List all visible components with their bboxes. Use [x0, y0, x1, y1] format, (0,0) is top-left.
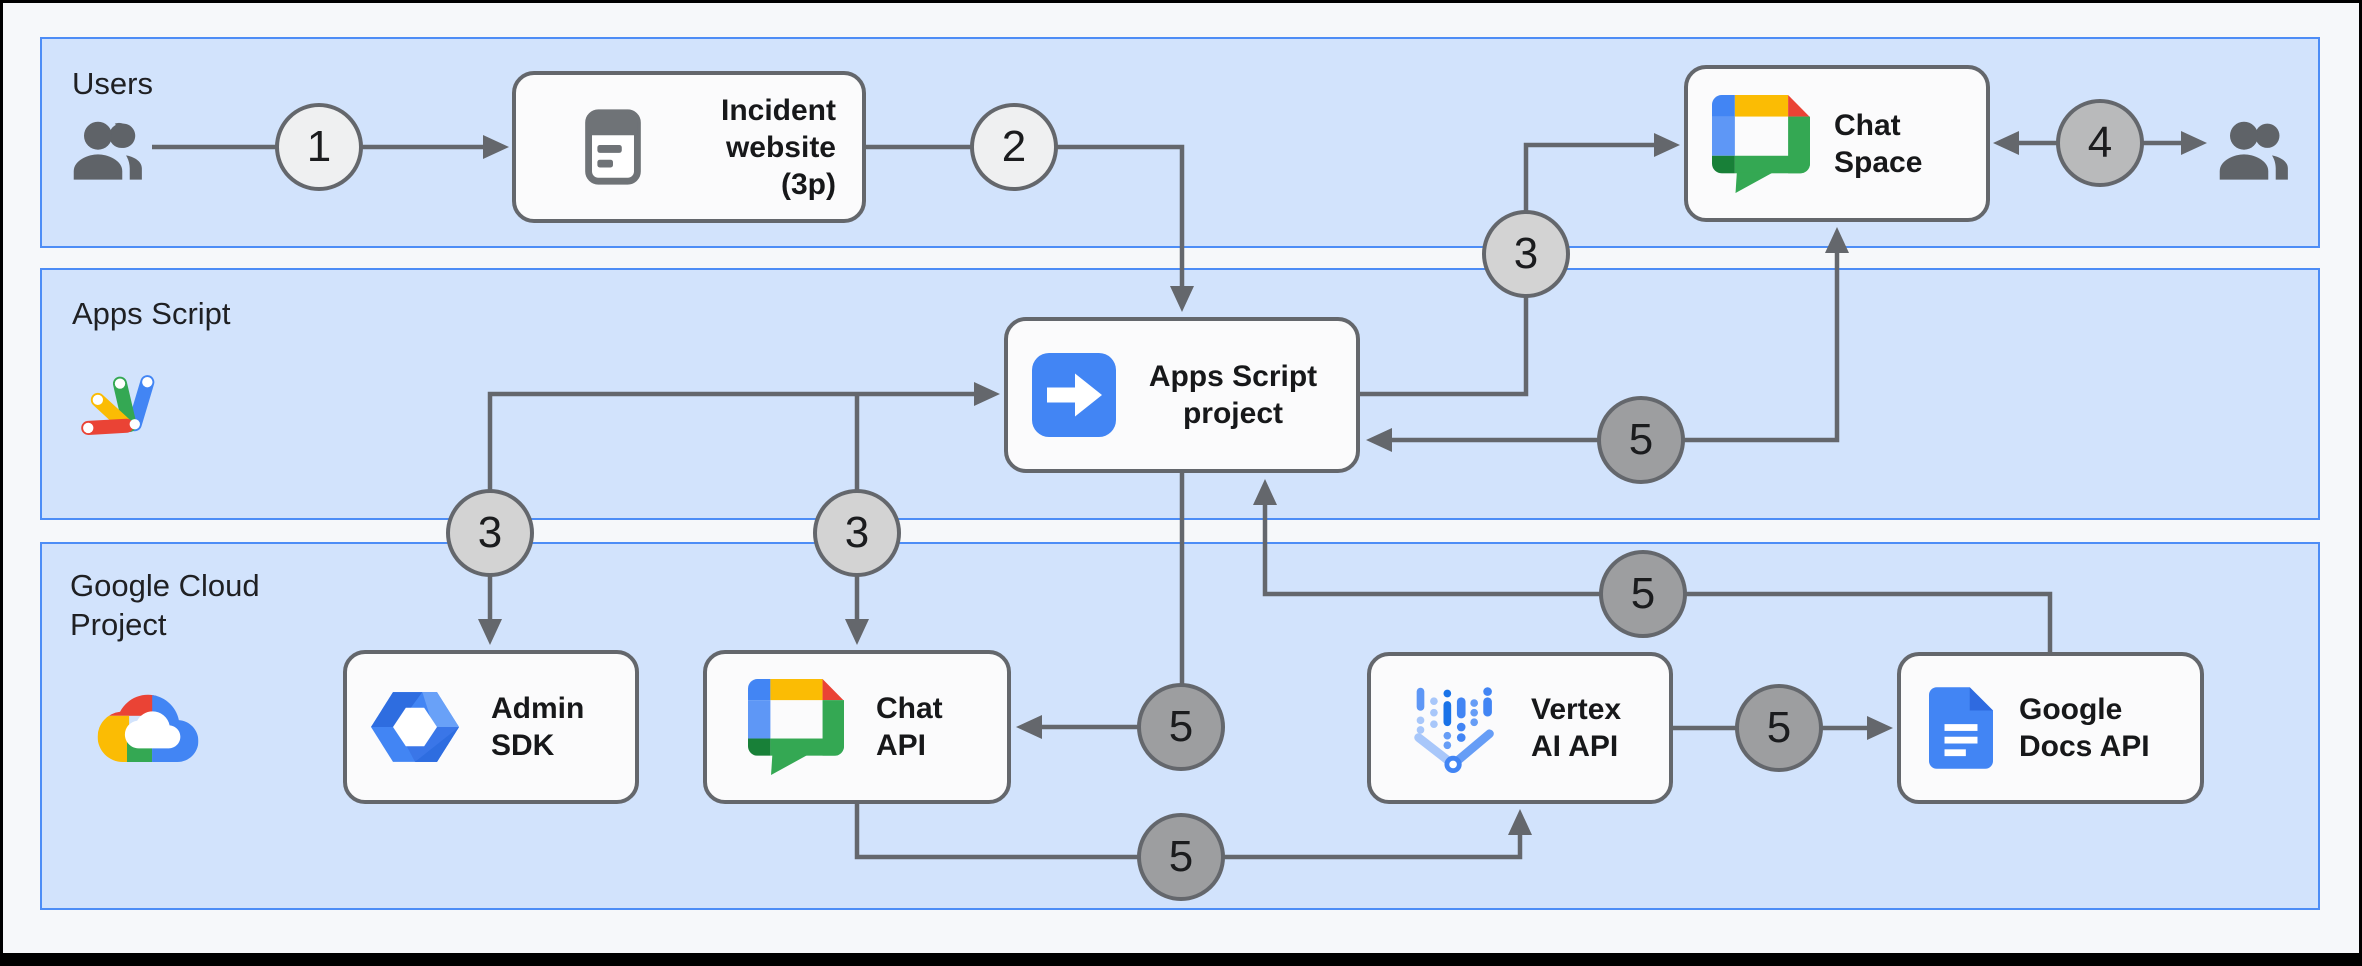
- node-google-docs-api-label: Google Docs API: [2019, 693, 2150, 763]
- node-vertex-ai-api: Vertex AI API: [1367, 652, 1673, 804]
- frame-edge-right: [2359, 0, 2362, 966]
- node-chat-space-label: Chat Space: [1834, 108, 1923, 179]
- node-google-docs-api: Google Docs API: [1897, 652, 2204, 804]
- node-incident-website-label: Incident website (3p): [720, 93, 836, 201]
- band-users-label: Users: [72, 66, 153, 101]
- node-admin-sdk: Admin SDK: [343, 650, 639, 804]
- apps-script-arrow-icon: [1032, 353, 1116, 437]
- frame-edge-top: [0, 0, 2362, 3]
- node-vertex-ai-api-label: Vertex AI API: [1531, 693, 1622, 763]
- node-chat-api-label: Chat API: [876, 692, 943, 762]
- google-cloud-logo-icon: [97, 694, 199, 762]
- google-docs-icon: [1929, 687, 1993, 769]
- google-chat-logo-icon: [748, 679, 844, 775]
- step-badge-2: 2: [970, 103, 1058, 191]
- step-badge-3: 3: [446, 489, 534, 577]
- node-chat-api: Chat API: [703, 650, 1011, 804]
- apps-script-logo-icon: [81, 375, 155, 435]
- webpage-icon: [585, 109, 641, 185]
- node-apps-script-project: Apps Script project: [1004, 317, 1360, 473]
- node-chat-space: Chat Space: [1684, 65, 1990, 222]
- vertex-ai-icon: [1414, 687, 1494, 774]
- frame-edge-bottom: [0, 953, 2362, 966]
- step-badge-5: 5: [1599, 550, 1687, 638]
- step-badge-3: 3: [813, 489, 901, 577]
- node-incident-website: Incident website (3p): [512, 71, 866, 223]
- node-admin-sdk-label: Admin SDK: [491, 692, 585, 762]
- node-apps-script-project-label: Apps Script project: [1148, 360, 1318, 430]
- step-badge-4: 4: [2056, 99, 2144, 187]
- step-badge-5: 5: [1735, 684, 1823, 772]
- step-badge-5: 5: [1137, 813, 1225, 901]
- band-apps-script-label: Apps Script: [72, 296, 231, 331]
- step-badge-5: 5: [1137, 683, 1225, 771]
- step-badge-3: 3: [1482, 210, 1570, 298]
- google-chat-logo-icon: [1712, 94, 1810, 193]
- frame-edge-left: [0, 0, 3, 966]
- users-icon: [73, 121, 142, 180]
- users-icon: [2219, 121, 2288, 180]
- step-badge-1: 1: [275, 103, 363, 191]
- band-google-cloud-label: Google Cloud Project: [70, 568, 260, 642]
- admin-sdk-icon: [371, 692, 459, 762]
- step-badge-5: 5: [1597, 396, 1685, 484]
